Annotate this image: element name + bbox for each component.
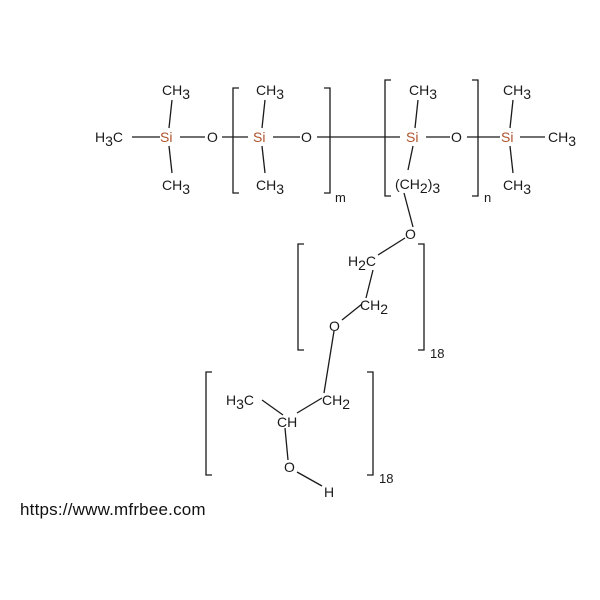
si-atom-3: Si xyxy=(406,129,418,145)
ch2-eo: CH2 xyxy=(360,297,388,317)
h3c-po: H3C xyxy=(226,392,254,412)
bond-si2-ch3-bottom xyxy=(261,145,266,174)
watermark-url: https://www.mfrbee.com xyxy=(20,500,206,519)
bond-h2c-ch2 xyxy=(365,269,374,299)
h2c-eo: H2C xyxy=(348,253,376,273)
ch3-si4-right: CH3 xyxy=(548,129,576,149)
h3c-si1-left: H3C xyxy=(95,129,123,149)
o-atom-1: O xyxy=(207,129,218,145)
si-atom-2: Si xyxy=(253,129,265,145)
repeat-index-n: n xyxy=(484,190,491,205)
bond-o-h2c xyxy=(377,237,406,256)
bracket-n-right xyxy=(472,79,479,197)
ch-po: CH xyxy=(277,414,297,430)
propyl-spacer: (CH2)3 xyxy=(395,176,440,196)
ch3-si1-top: CH3 xyxy=(162,82,190,102)
bracket-eo-left xyxy=(297,243,304,351)
bracket-po-right xyxy=(367,371,374,476)
ch3-si1-bottom: CH3 xyxy=(162,177,190,197)
ch2-po: CH2 xyxy=(322,392,350,412)
bracket-eo-right xyxy=(418,243,425,351)
bonds xyxy=(132,99,545,487)
ch3-si3-top: CH3 xyxy=(409,82,437,102)
bond-ch-ch3 xyxy=(261,399,284,416)
bond-ch2-ch xyxy=(296,397,323,414)
atom-labels: CH3 H3C Si CH3 O CH3 Si CH3 O m CH3 Si O… xyxy=(95,82,576,500)
h-atom-hydroxyl: H xyxy=(324,484,334,500)
ch3-si4-top: CH3 xyxy=(503,82,531,102)
bond-si4-ch3-bottom xyxy=(509,145,514,174)
si-atom-4: Si xyxy=(501,129,513,145)
bond-o-eo-ch2 xyxy=(323,330,335,394)
bond-si3-propyl xyxy=(407,145,414,171)
brackets xyxy=(205,79,479,476)
ch3-si4-bottom: CH3 xyxy=(503,177,531,197)
bond-ch-o xyxy=(284,427,289,461)
bond-si1-ch3-top xyxy=(168,99,173,129)
bond-si1-ch3-bottom xyxy=(168,145,173,174)
bond-si2-ch3-top xyxy=(261,99,266,129)
repeat-index-eo: 18 xyxy=(430,346,444,361)
repeat-index-m: m xyxy=(335,190,346,205)
bracket-m-right xyxy=(324,87,331,194)
bond-ch2-o-eo xyxy=(341,303,363,321)
bracket-m-left xyxy=(232,87,239,194)
bond-o-h xyxy=(296,471,323,487)
bond-si4-ch3-top xyxy=(509,99,514,129)
repeat-index-po: 18 xyxy=(379,471,393,486)
o-atom-2: O xyxy=(301,129,312,145)
ch3-si2-top: CH3 xyxy=(256,82,284,102)
o-atom-hydroxyl: O xyxy=(284,459,295,475)
bond-si3-ch3-top xyxy=(414,99,419,129)
ch3-si2-bottom: CH3 xyxy=(256,177,284,197)
bracket-n-left xyxy=(384,79,391,197)
o-atom-3: O xyxy=(451,129,462,145)
o-atom-ether: O xyxy=(405,226,416,242)
bracket-po-left xyxy=(205,371,212,476)
bond-propyl-o xyxy=(403,192,414,228)
o-atom-eo: O xyxy=(329,318,340,334)
si-atom-1: Si xyxy=(160,129,172,145)
